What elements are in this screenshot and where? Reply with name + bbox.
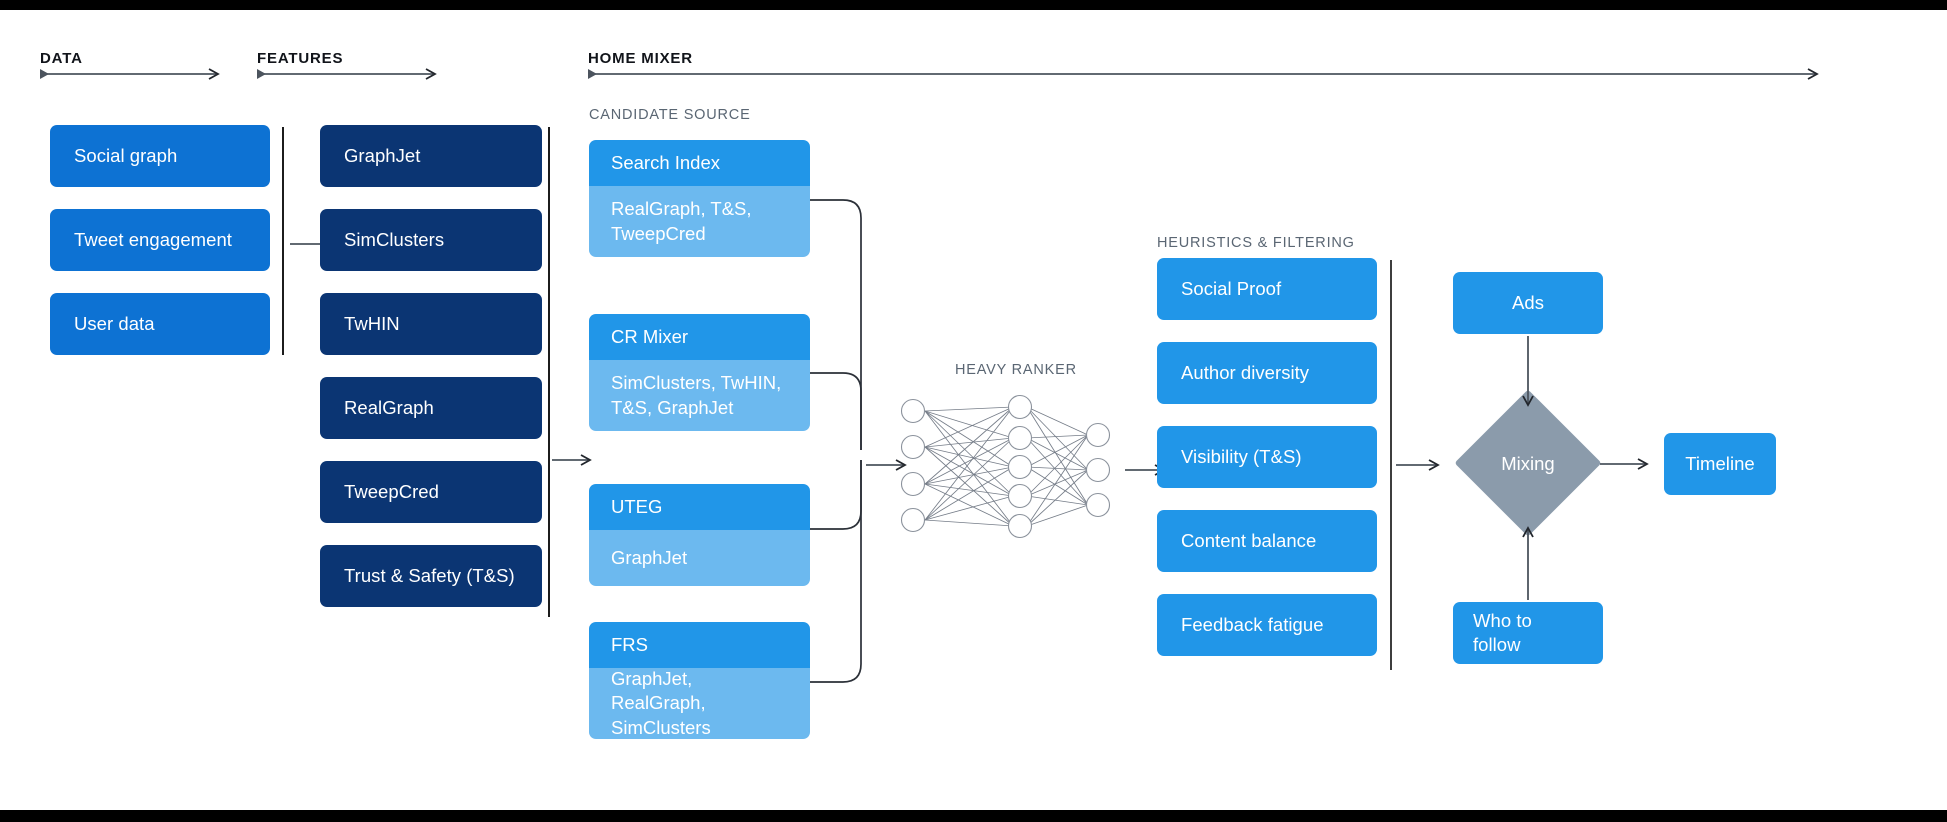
data-box-user-data[interactable]: User data bbox=[50, 293, 270, 355]
arrow-who-to-follow-to-mixing bbox=[1522, 526, 1534, 600]
heuristic-box-author-diversity[interactable]: Author diversity bbox=[1157, 342, 1377, 404]
heuristic-box-feedback-fatigue[interactable]: Feedback fatigue bbox=[1157, 594, 1377, 656]
data-box-social-graph[interactable]: Social graph bbox=[50, 125, 270, 187]
feature-box-graphjet[interactable]: GraphJet bbox=[320, 125, 542, 187]
subsection-header-candidate-source: CANDIDATE SOURCE bbox=[589, 107, 751, 123]
candidate-source-bracket bbox=[810, 199, 907, 683]
candidate-source-name: CR Mixer bbox=[589, 314, 810, 360]
candidate-source-features: GraphJet, RealGraph, SimClusters bbox=[589, 668, 810, 739]
candidate-source-name: Search Index bbox=[589, 140, 810, 186]
heuristic-box-visibility[interactable]: Visibility (T&S) bbox=[1157, 426, 1377, 488]
output-box-timeline[interactable]: Timeline bbox=[1664, 433, 1776, 495]
divider-data-features bbox=[282, 127, 284, 355]
candidate-source-name: UTEG bbox=[589, 484, 810, 530]
divider-features-homemixer bbox=[548, 127, 550, 617]
candidate-source-card-cr-mixer[interactable]: CR Mixer SimClusters, TwHIN, T&S, GraphJ… bbox=[589, 314, 810, 431]
diagram-canvas: DATA FEATURES HOME MIXER CANDIDA bbox=[0, 10, 1947, 810]
feature-box-tweepcred[interactable]: TweepCred bbox=[320, 461, 542, 523]
candidate-source-name: FRS bbox=[589, 622, 810, 668]
data-box-tweet-engagement[interactable]: Tweet engagement bbox=[50, 209, 270, 271]
heuristic-box-content-balance[interactable]: Content balance bbox=[1157, 510, 1377, 572]
candidate-source-card-search-index[interactable]: Search Index RealGraph, T&S, TweepCred bbox=[589, 140, 810, 257]
subsection-header-heavy-ranker: HEAVY RANKER bbox=[955, 362, 1077, 378]
heuristic-box-social-proof[interactable]: Social Proof bbox=[1157, 258, 1377, 320]
section-header-data: DATA bbox=[40, 50, 83, 67]
feature-box-trust-safety[interactable]: Trust & Safety (T&S) bbox=[320, 545, 542, 607]
mixing-label: Mixing bbox=[1501, 453, 1555, 474]
subsection-header-heuristics: HEURISTICS & FILTERING bbox=[1157, 235, 1355, 251]
heavy-ranker-network bbox=[900, 394, 1166, 539]
section-rule-data bbox=[40, 68, 224, 80]
divider-heuristics-mixing bbox=[1390, 260, 1392, 670]
arrow-candidate-source-to-ranker bbox=[866, 459, 907, 471]
section-header-home-mixer: HOME MIXER bbox=[588, 50, 693, 67]
feature-box-simclusters[interactable]: SimClusters bbox=[320, 209, 542, 271]
candidate-source-features: GraphJet bbox=[589, 530, 810, 586]
candidate-source-card-uteg[interactable]: UTEG GraphJet bbox=[589, 484, 810, 586]
mixing-connectors bbox=[1522, 336, 1649, 600]
arrow-features-to-candidate-source bbox=[552, 454, 596, 466]
section-header-features: FEATURES bbox=[257, 50, 344, 67]
output-box-who-to-follow[interactable]: Who to follow bbox=[1453, 602, 1603, 664]
section-rule-features bbox=[257, 68, 441, 80]
arrow-mixing-to-timeline bbox=[1600, 458, 1649, 470]
feature-box-realgraph[interactable]: RealGraph bbox=[320, 377, 542, 439]
output-box-ads[interactable]: Ads bbox=[1453, 272, 1603, 334]
section-rule-home-mixer bbox=[588, 68, 1823, 80]
candidate-source-features: RealGraph, T&S, TweepCred bbox=[589, 186, 810, 257]
arrow-heuristics-to-mixing bbox=[1396, 459, 1444, 471]
feature-box-twhin[interactable]: TwHIN bbox=[320, 293, 542, 355]
candidate-source-card-frs[interactable]: FRS GraphJet, RealGraph, SimClusters bbox=[589, 622, 810, 739]
candidate-source-features: SimClusters, TwHIN, T&S, GraphJet bbox=[589, 360, 810, 431]
